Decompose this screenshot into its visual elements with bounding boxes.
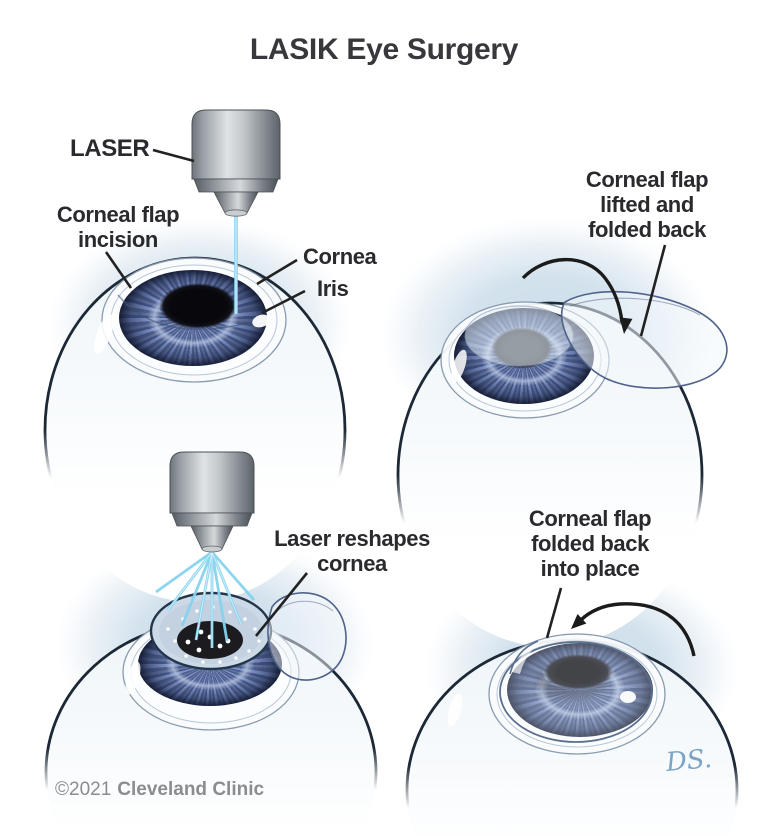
iris-label-text: Iris: [317, 276, 349, 301]
step4-caption-line2: folded back: [531, 531, 649, 556]
step2-caption-line3: folded back: [588, 217, 706, 242]
corneal-flap-incision-label: Corneal flap incision: [28, 202, 208, 252]
step2-pupil: [491, 327, 553, 369]
step4-pointer-line: [545, 587, 563, 639]
step2-pointer-line: [639, 244, 667, 337]
laser-label-text: LASER: [70, 135, 150, 162]
incision-label-line1: Corneal flap: [56, 202, 180, 227]
step2-caption: Corneal flap lifted and folded back: [552, 167, 742, 242]
step2-caption-line2: lifted and: [600, 192, 694, 217]
step3-iris: [138, 622, 282, 706]
step3-laser-device: [169, 451, 255, 553]
page-title: LASIK Eye Surgery: [249, 33, 519, 66]
step3-caption-line1: Laser reshapes: [274, 526, 430, 551]
step4-caption: Corneal flap folded back into place: [495, 506, 685, 581]
step4-pupil: [543, 654, 613, 690]
step2-caption-line1: Corneal flap: [585, 167, 709, 192]
step1-pupil: [159, 283, 237, 329]
copyright-year: ©2021: [55, 779, 112, 800]
cornea-label: Cornea: [303, 244, 377, 269]
cornea-label-text: Cornea: [303, 244, 377, 269]
step1-laser-device: [191, 109, 281, 217]
iris-label: Iris: [317, 276, 349, 301]
incision-label-line2: incision: [78, 227, 158, 252]
artist-signature: DS.: [664, 744, 714, 778]
copyright-organization: Cleveland Clinic: [117, 779, 265, 800]
step4-caption-line1: Corneal flap: [528, 506, 652, 531]
step3-caption: Laser reshapes cornea: [257, 526, 447, 576]
step3-caption-line2: cornea: [317, 551, 387, 576]
step4-caption-line3: into place: [540, 556, 640, 581]
laser-label: LASER: [70, 135, 150, 162]
step3-pointer-line: [254, 572, 309, 637]
